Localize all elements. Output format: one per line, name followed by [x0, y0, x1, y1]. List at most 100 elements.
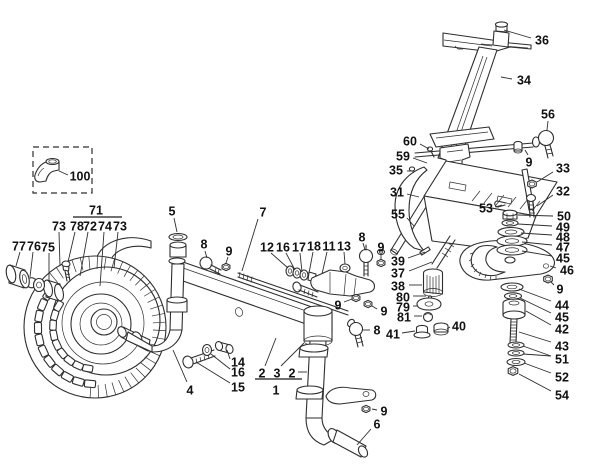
washer-hole	[512, 351, 520, 355]
bolt-15	[182, 349, 216, 369]
nut-hole	[528, 181, 536, 187]
leader-line-17	[299, 252, 303, 273]
leader-line-51	[522, 345, 552, 357]
tread-tick	[97, 384, 100, 398]
part-label-9-plate-left: 9	[335, 299, 342, 313]
part-100-box	[32, 146, 93, 194]
leader-line-18	[308, 251, 314, 274]
leader-line-72	[79, 231, 89, 277]
leader-line-9-left	[225, 256, 229, 264]
part-label-12: 12	[260, 241, 274, 255]
part-label-59: 59	[396, 150, 410, 164]
tread-tick	[123, 265, 131, 277]
part-label-51: 51	[555, 353, 569, 367]
part-label-72: 72	[83, 220, 97, 234]
tire-tread	[33, 256, 166, 398]
leader-line-9-plate-left	[343, 298, 353, 303]
part-label-53: 53	[479, 202, 493, 216]
tread-tick	[118, 379, 125, 393]
tread-tick	[135, 275, 145, 286]
leader-line-73-right	[113, 231, 119, 269]
leader-line-8-mid	[362, 242, 366, 251]
bolt-18-shaft	[292, 281, 319, 298]
leader-line-6	[356, 428, 372, 446]
leader-line-77	[15, 251, 21, 267]
washer-hole	[342, 265, 348, 271]
leader-line-3	[280, 342, 305, 367]
plate-79	[416, 297, 442, 311]
spacer-9-column	[513, 140, 523, 154]
nut-9	[527, 179, 537, 189]
washer-hole	[506, 221, 514, 225]
leader-line-40	[446, 326, 451, 330]
tread-tick	[104, 384, 108, 397]
tread-tick	[152, 329, 166, 332]
leader-line-31	[406, 193, 420, 198]
part-label-17: 17	[292, 241, 306, 255]
part-label-2-left: 2	[259, 367, 266, 381]
leader-line-45-upper	[521, 250, 553, 257]
leader-line-43	[518, 331, 552, 343]
tread-block	[33, 321, 43, 335]
leader-line-7	[241, 218, 259, 272]
washer	[496, 244, 528, 256]
washer	[507, 341, 525, 349]
washer-hole	[504, 247, 520, 253]
tread-block	[43, 354, 56, 368]
bushing-14	[214, 341, 234, 354]
part-label-14: 14	[231, 356, 245, 370]
strap-and-bolt-33-32	[521, 168, 537, 218]
tread-tick	[144, 356, 157, 364]
leader-line-50	[517, 214, 554, 217]
spindle-collar-upper	[298, 343, 329, 358]
tread-tick	[111, 382, 117, 395]
nut-9	[507, 366, 519, 376]
leader-line-16-pivot	[210, 353, 231, 370]
washer-hole	[287, 268, 293, 274]
part-label-55: 55	[391, 208, 405, 222]
part-label-46: 46	[560, 264, 574, 278]
tread-block	[49, 329, 59, 342]
leader-line-45-lower	[519, 297, 552, 314]
part-label-9-plate-right: 9	[381, 305, 388, 319]
leader-line-9-arm	[371, 408, 378, 411]
elbow-fitting-100	[34, 157, 60, 183]
part-label-3: 3	[274, 367, 281, 381]
washer	[506, 357, 526, 367]
part-label-7: 7	[260, 206, 267, 220]
part-label-16-pivot: 16	[231, 366, 245, 380]
tread-tick	[103, 256, 107, 270]
leader-line-36	[503, 29, 532, 39]
leader-line-60	[419, 143, 430, 150]
bushing-75	[42, 279, 65, 302]
tread-tick	[151, 313, 165, 317]
tread-tick	[130, 372, 139, 384]
part-label-11: 11	[322, 240, 335, 254]
part-label-8-left: 8	[201, 238, 208, 252]
part-label-100: 100	[70, 170, 91, 184]
leader-line-9-column	[524, 149, 529, 156]
drag-link-upper	[414, 129, 555, 159]
washer-hole	[506, 284, 518, 290]
tread-block	[83, 379, 97, 389]
nut-hole	[544, 276, 552, 282]
tread-tick	[88, 256, 91, 270]
leader-line-37	[408, 261, 433, 272]
lower-steering-shaft	[413, 235, 456, 339]
nut-hole	[363, 406, 369, 412]
spindle-collar-lower	[295, 385, 324, 400]
part-label-38: 38	[391, 280, 405, 294]
tread-tick	[110, 258, 115, 272]
tread-tick	[79, 257, 84, 271]
leader-line-41	[401, 330, 416, 334]
splined-coupler-38	[422, 268, 444, 297]
part-label-8-right: 8	[374, 324, 381, 338]
frame-console	[394, 160, 558, 252]
part-label-44: 44	[555, 299, 569, 313]
part-label-9-arm: 9	[381, 405, 388, 419]
leader-line-53	[494, 204, 503, 208]
leader-line-42	[525, 310, 552, 326]
nut-hole	[509, 368, 517, 374]
tread-tick	[117, 261, 124, 274]
